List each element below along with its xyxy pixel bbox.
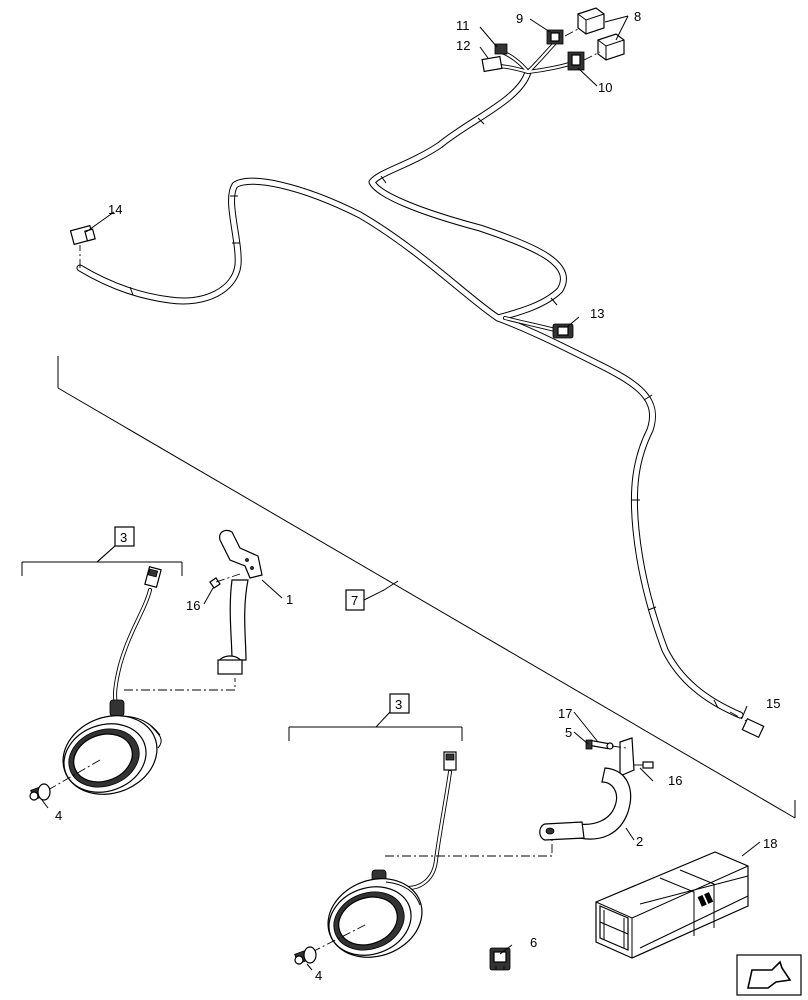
bracket-2 — [385, 737, 654, 857]
callout-5: 5 — [565, 725, 572, 740]
callout-9: 9 — [516, 11, 523, 26]
callout-box-3a — [114, 526, 135, 547]
connector-14 — [69, 224, 96, 268]
work-light-right — [288, 711, 463, 965]
callout-leaders — [41, 15, 761, 971]
relay-socket-9 — [546, 29, 564, 45]
callout-14: 14 — [108, 202, 122, 217]
connector-13 — [552, 323, 574, 339]
bulb-4-left — [29, 783, 51, 801]
relay-8 — [564, 7, 625, 61]
harness-label-7 — [345, 580, 399, 611]
svg-text:▮▮: ▮▮ — [695, 889, 714, 909]
callout-13: 13 — [590, 306, 604, 321]
connector-12 — [481, 55, 503, 73]
callout-box-3b — [389, 693, 410, 714]
callout-11: 11 — [456, 18, 470, 33]
callout-16b: 16 — [668, 773, 682, 788]
callout-8: 8 — [634, 9, 641, 24]
callout-16a: 16 — [186, 598, 200, 613]
relay-socket-10 — [567, 51, 585, 71]
work-light-left — [21, 545, 183, 801]
callout-18: 18 — [763, 836, 777, 851]
callout-3b: 3 — [395, 697, 402, 712]
callout-4a: 4 — [55, 808, 62, 823]
clip-16-left — [209, 573, 241, 589]
next-page-arrow-icon[interactable] — [736, 954, 802, 996]
callout-17: 17 — [558, 706, 572, 721]
wire-harness — [76, 40, 744, 719]
callout-4b: 4 — [315, 968, 322, 983]
divider-line — [57, 356, 796, 819]
callout-3a: 3 — [120, 530, 127, 545]
callout-15: 15 — [766, 696, 780, 711]
bulb-4-right — [294, 946, 317, 965]
clip-16-right — [634, 761, 654, 769]
wooden-crate-icon: ▮▮ — [595, 851, 749, 959]
connector-11 — [494, 43, 508, 55]
callout-10: 10 — [598, 80, 612, 95]
callout-1: 1 — [286, 592, 293, 607]
connector-15 — [729, 711, 765, 739]
bracket-1 — [124, 529, 263, 691]
callout-6: 6 — [530, 935, 537, 950]
callout-7: 7 — [351, 593, 358, 608]
callout-2: 2 — [636, 834, 643, 849]
switch-6 — [489, 947, 511, 971]
callout-12: 12 — [456, 38, 470, 53]
